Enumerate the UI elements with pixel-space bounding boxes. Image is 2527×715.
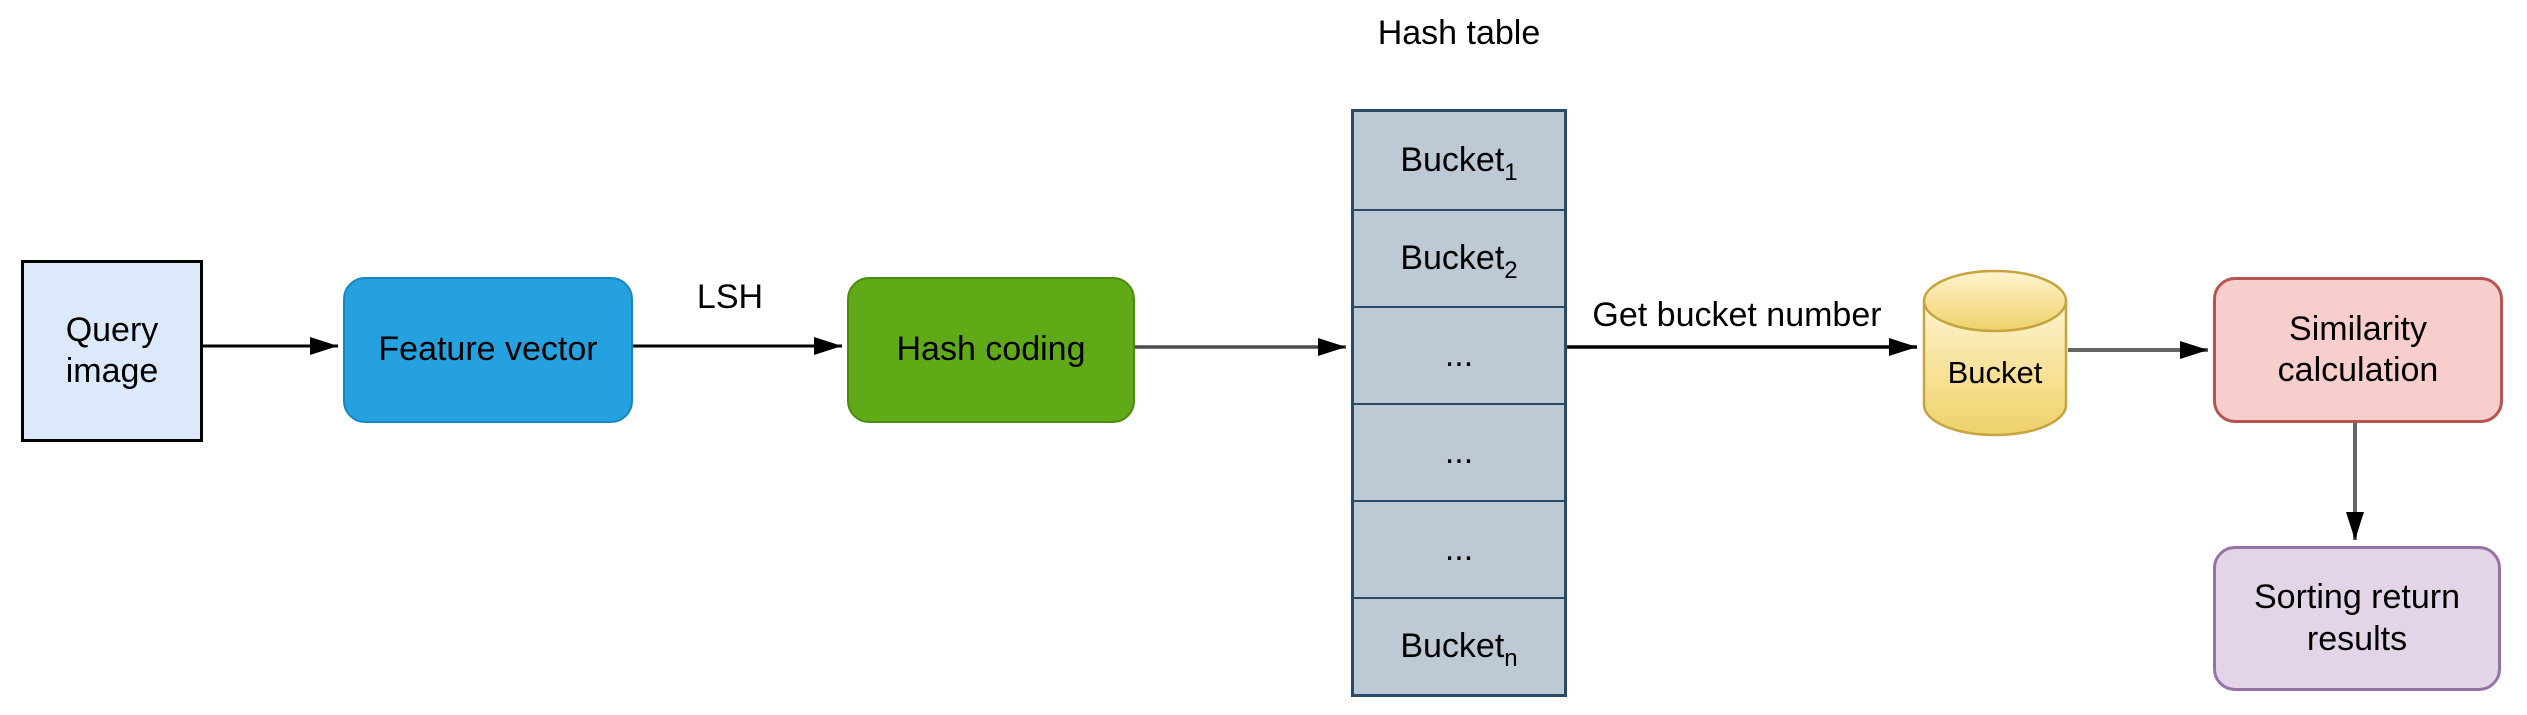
sorting-return-results-label: Sorting return results [2254, 578, 2460, 658]
hash-table-row-bucket2: Bucket2 [1354, 209, 1564, 306]
bucket2-subscript: 2 [1504, 257, 1518, 284]
ellipsis-label: ... [1444, 530, 1474, 568]
query-image-label: Query image [65, 310, 159, 390]
hash-table-row-ellipsis-1: ... [1354, 306, 1564, 403]
hash-table-title: Hash table [1377, 14, 1541, 52]
bucketn-subscript: n [1504, 645, 1518, 672]
ellipsis-label: ... [1444, 433, 1474, 471]
similarity-calculation-label: Similarity calculation [2277, 309, 2439, 389]
similarity-calculation-node: Similarity calculation [2213, 277, 2503, 423]
bucketn-label: Bucket [1400, 627, 1505, 665]
bucket-cylinder-node: Bucket [1922, 269, 2068, 437]
hash-table-row-ellipsis-2: ... [1354, 403, 1564, 500]
hash-table: Bucket1 Bucket2 ... ... ... Bucketn [1351, 109, 1567, 697]
hash-table-row-bucketn: Bucketn [1354, 597, 1564, 694]
bucket2-label: Bucket [1400, 239, 1505, 277]
hash-coding-node: Hash coding [847, 277, 1135, 423]
get-bucket-number-edge-label: Get bucket number [1592, 296, 1882, 334]
hash-table-row-bucket1: Bucket1 [1354, 112, 1564, 209]
cylinder-shape-icon [1922, 269, 2068, 437]
hash-table-row-ellipsis-3: ... [1354, 500, 1564, 597]
sorting-return-results-node: Sorting return results [2213, 546, 2501, 691]
hash-coding-label: Hash coding [896, 330, 1086, 369]
ellipsis-label: ... [1444, 336, 1474, 374]
bucket1-label: Bucket [1400, 141, 1505, 179]
feature-vector-node: Feature vector [343, 277, 633, 423]
bucket-cylinder-label: Bucket [1947, 355, 2043, 390]
query-image-node: Query image [21, 260, 203, 442]
bucket1-subscript: 1 [1504, 159, 1518, 186]
feature-vector-label: Feature vector [378, 330, 598, 369]
lsh-edge-label: LSH [696, 278, 764, 316]
